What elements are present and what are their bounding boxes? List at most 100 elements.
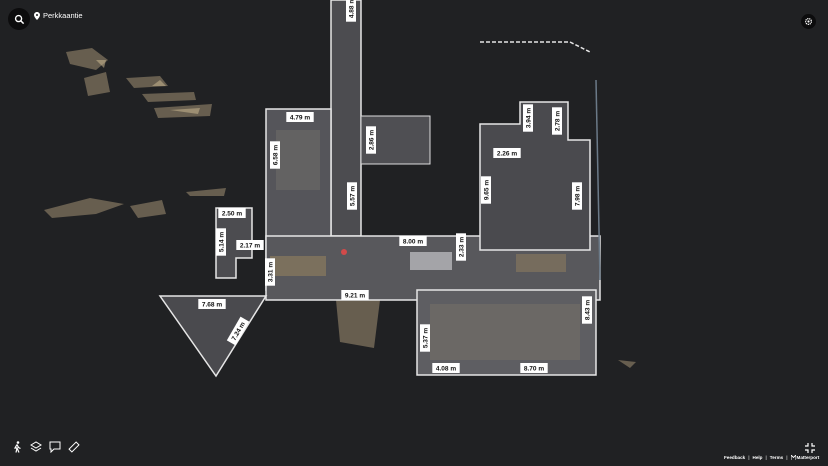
measurement-text: 5.57 m (349, 186, 356, 206)
measurement-label: 4.79 m (286, 112, 314, 122)
measurement-label-bg (582, 296, 592, 324)
comment-icon (49, 441, 60, 453)
measurement-label: 5.14 m (216, 228, 226, 256)
measurement-text: 8.43 m (584, 300, 591, 320)
measurement-label: 3.94 m (523, 104, 533, 132)
measurement-text: 3.94 m (525, 108, 532, 128)
location-name: Perkkaantie (43, 11, 83, 20)
measurement-labels: 4.88 m 4.79 m 2.86 m 6.58 m 5.57 m 2.50 m 5.14… (198, 0, 592, 373)
measurement-label: 2.86 m (366, 126, 376, 154)
gear-icon (804, 17, 813, 26)
feedback-link[interactable]: Feedback (724, 455, 746, 460)
location-label: Perkkaantie (34, 11, 83, 20)
measurement-label-bg (265, 258, 275, 286)
measurement-label: 2.50 m (218, 208, 246, 218)
measurement-label: 9.65 m (481, 176, 491, 204)
measurement-label-bg (198, 299, 226, 309)
measurement-text: 2.33 m (458, 237, 465, 257)
walk-icon (13, 440, 21, 453)
ruler-icon (67, 440, 80, 453)
measurement-label-bg (456, 233, 466, 261)
measurement-label: 8.00 m (399, 236, 427, 246)
measurement-label-bg (399, 236, 427, 246)
measurement-label-bg (236, 240, 264, 250)
measurement-label: 3.31 m (265, 258, 275, 286)
footer-links: Feedback | Help | Terms | Matterport (724, 455, 819, 460)
measurement-text: 9.65 m (483, 180, 490, 200)
footer-separator: | (765, 455, 767, 460)
measurement-text: 5.14 m (218, 232, 225, 252)
measurement-label-bg (432, 363, 460, 373)
measurement-label: 2.17 m (236, 240, 264, 250)
measurement-text: 6.58 m (272, 145, 279, 165)
measurement-label: 9.21 m (341, 290, 369, 300)
measurement-text: 7.98 m (574, 186, 581, 206)
measurement-label-bg (286, 112, 314, 122)
measurement-text: 2.50 m (222, 210, 242, 217)
matterport-logo-icon (790, 455, 796, 460)
measurement-text: 4.08 m (436, 365, 456, 372)
measure-button[interactable] (67, 440, 80, 453)
floor-plan-icon (29, 440, 42, 452)
measurement-label: 5.37 m (420, 324, 430, 352)
measurement-label: 8.43 m (582, 296, 592, 324)
walk-button[interactable] (10, 440, 23, 453)
search-icon (14, 14, 24, 24)
measurement-label-bg (270, 141, 280, 169)
measurement-text: 2.26 m (497, 150, 517, 157)
map-pin-icon (34, 11, 40, 20)
measurement-text: 5.37 m (422, 328, 429, 348)
measurement-text: 2.86 m (368, 130, 375, 150)
measurement-label-bg (226, 316, 250, 346)
measurement-text: 4.79 m (290, 114, 310, 121)
measurement-label: 6.58 m (270, 141, 280, 169)
measurement-text: 2.78 m (554, 111, 561, 131)
terms-link[interactable]: Terms (769, 455, 784, 460)
footer-separator: | (748, 455, 750, 460)
floor-plan-button[interactable] (29, 440, 42, 453)
measurement-text: 8.70 m (524, 365, 544, 372)
measurement-label: 7.98 m (572, 182, 582, 210)
measurement-label-bg (520, 363, 548, 373)
measurement-label: 4.88 m (346, 0, 356, 22)
measurement-label-bg (366, 126, 376, 154)
floor-area (158, 0, 601, 378)
matterport-link[interactable]: Matterport (790, 455, 820, 460)
measurement-label-bg (341, 290, 369, 300)
measurement-label-bg (216, 228, 226, 256)
bottom-toolbar (10, 440, 80, 453)
collapse-icon (805, 443, 815, 453)
measurement-text: 8.00 m (403, 238, 423, 245)
measurement-text: 4.88 m (348, 0, 355, 18)
footer-separator: | (786, 455, 788, 460)
measurement-label-bg (420, 324, 430, 352)
fullscreen-button[interactable] (804, 441, 816, 453)
measurement-label-bg (572, 182, 582, 210)
measurement-label-bg (346, 0, 356, 22)
measurement-label-bg (523, 104, 533, 132)
measurement-label-bg (347, 182, 357, 210)
measurement-label: 5.57 m (347, 182, 357, 210)
scan-highlights (96, 60, 200, 114)
measurement-label-bg (481, 176, 491, 204)
measurement-text: 2.17 m (240, 242, 260, 249)
measurement-label: 7.68 m (198, 299, 226, 309)
measurement-label: 2.26 m (493, 148, 521, 158)
measurement-label-bg (552, 107, 562, 135)
measurement-label: 2.78 m (552, 107, 562, 135)
measurement-text: 3.31 m (267, 262, 274, 282)
measurement-label-bg (493, 148, 521, 158)
search-button[interactable] (8, 8, 30, 30)
settings-button[interactable] (801, 14, 816, 29)
measurement-label-bg (218, 208, 246, 218)
measurement-label: 2.33 m (456, 233, 466, 261)
measurement-label: 8.70 m (520, 363, 548, 373)
brand-name: Matterport (796, 455, 820, 460)
scan-fragments (44, 48, 636, 368)
help-link[interactable]: Help (752, 455, 763, 460)
comment-button[interactable] (48, 440, 61, 453)
measurement-label: 4.08 m (432, 363, 460, 373)
measurement-text: 7.68 m (202, 301, 222, 308)
measurement-text: 9.21 m (345, 292, 365, 299)
